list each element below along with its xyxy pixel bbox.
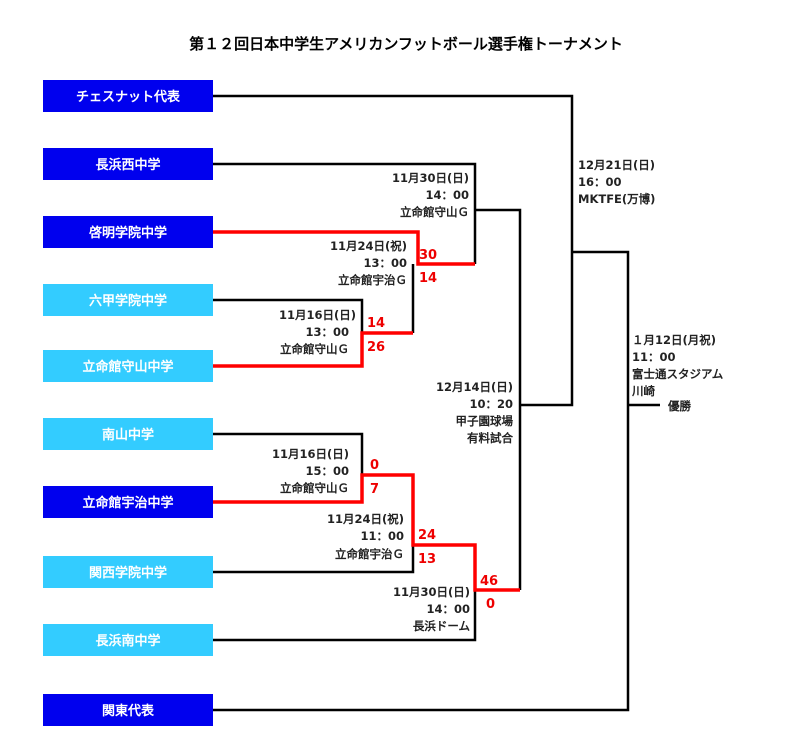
g6-time: 14：00 — [426, 602, 470, 616]
team-box: チェスナット代表 — [43, 80, 213, 112]
team-box: 長浜南中学 — [43, 624, 213, 656]
g9-date: １月12日(月祝) — [632, 333, 716, 347]
g2-venue: 立命館宇治Ｇ — [338, 273, 407, 287]
g6-venue: 長浜ドーム — [413, 619, 471, 633]
g8-date: 12月21日(日) — [578, 158, 655, 172]
team-box-bg — [43, 350, 213, 382]
g8-time: 16：00 — [578, 175, 622, 189]
team-name: 長浜南中学 — [95, 633, 160, 649]
g2-date: 11月24日(祝) — [330, 239, 407, 253]
g1-date: 11月16日(日) — [279, 308, 356, 322]
g4-venue: 立命館守山Ｇ — [280, 481, 349, 495]
team-box-bg — [43, 418, 213, 450]
winner-lines — [213, 230, 520, 592]
team-box: 六甲学院中学 — [43, 284, 213, 316]
g3-date: 11月30日(日) — [392, 171, 469, 185]
team-box-bg — [43, 556, 213, 588]
page-title: 第１２回日本中学生アメリカンフットボール選手権トーナメント — [189, 35, 623, 53]
team-name: 六甲学院中学 — [89, 293, 167, 309]
team-name: 長浜西中学 — [95, 157, 160, 173]
score: 7 — [370, 482, 379, 497]
g3-time: 14：00 — [425, 188, 469, 202]
score: 14 — [367, 316, 385, 331]
g4-date: 11月16日(日) — [272, 447, 349, 461]
g9-venue2: 川崎 — [631, 384, 655, 398]
scores: 14 26 30 14 0 7 24 13 46 0 — [367, 248, 498, 612]
score: 0 — [486, 597, 495, 612]
team-box: 関東代表 — [43, 694, 213, 726]
team-name: 南山中学 — [102, 427, 154, 443]
g1-venue: 立命館守山Ｇ — [280, 342, 349, 356]
bracket-lines — [213, 94, 660, 712]
g8-venue: MKTFE(万博) — [578, 192, 655, 206]
g6-date: 11月30日(日) — [393, 585, 470, 599]
team-name: 啓明学院中学 — [89, 225, 167, 241]
g4-time: 15：00 — [305, 464, 349, 478]
g3-venue: 立命館守山Ｇ — [400, 205, 469, 219]
g5-time: 11：00 — [360, 529, 404, 543]
team-box-bg — [43, 284, 213, 316]
g9-venue: 富士通スタジアム — [632, 367, 724, 381]
team-name: チェスナット代表 — [76, 89, 181, 105]
score: 30 — [419, 248, 437, 263]
team-name: 関東代表 — [102, 703, 155, 719]
g5-venue: 立命館宇治Ｇ — [335, 547, 404, 561]
team-box: 長浜西中学 — [43, 148, 213, 180]
team-box: 南山中学 — [43, 418, 213, 450]
game-info: 11月16日(日) 13：00 立命館守山Ｇ 11月24日(祝) 13：00 立… — [272, 171, 514, 633]
team-box-bg — [43, 148, 213, 180]
g1-time: 13：00 — [305, 325, 349, 339]
score: 14 — [419, 271, 437, 286]
team-box-bg — [43, 80, 213, 112]
g7-note: 有料試合 — [467, 431, 513, 445]
score: 0 — [370, 458, 379, 473]
g5-date: 11月24日(祝) — [327, 512, 404, 526]
g9-time: 11：00 — [632, 350, 676, 364]
team-box-bg — [43, 486, 213, 518]
g7-time: 10：20 — [469, 397, 513, 411]
team-box: 立命館守山中学 — [43, 350, 213, 382]
g2-time: 13：00 — [363, 256, 407, 270]
team-name: 立命館宇治中学 — [82, 495, 173, 511]
score: 46 — [480, 574, 498, 589]
team-box-bg — [43, 216, 213, 248]
team-box: 啓明学院中学 — [43, 216, 213, 248]
score: 26 — [367, 340, 385, 355]
team-name: 立命館守山中学 — [82, 359, 173, 375]
team-box-bg — [43, 624, 213, 656]
team-box: 関西学院中学 — [43, 556, 213, 588]
score: 13 — [418, 552, 436, 567]
champion-label: 優勝 — [667, 399, 691, 413]
team-box-bg — [43, 694, 213, 726]
g7-venue: 甲子園球場 — [456, 414, 514, 428]
g7-date: 12月14日(日) — [436, 380, 513, 394]
late-game-info: 12月21日(日) 16：00 MKTFE(万博) １月12日(月祝) 11：0… — [578, 158, 724, 413]
score: 24 — [418, 528, 436, 543]
team-box: 立命館宇治中学 — [43, 486, 213, 518]
team-name: 関西学院中学 — [89, 565, 167, 581]
